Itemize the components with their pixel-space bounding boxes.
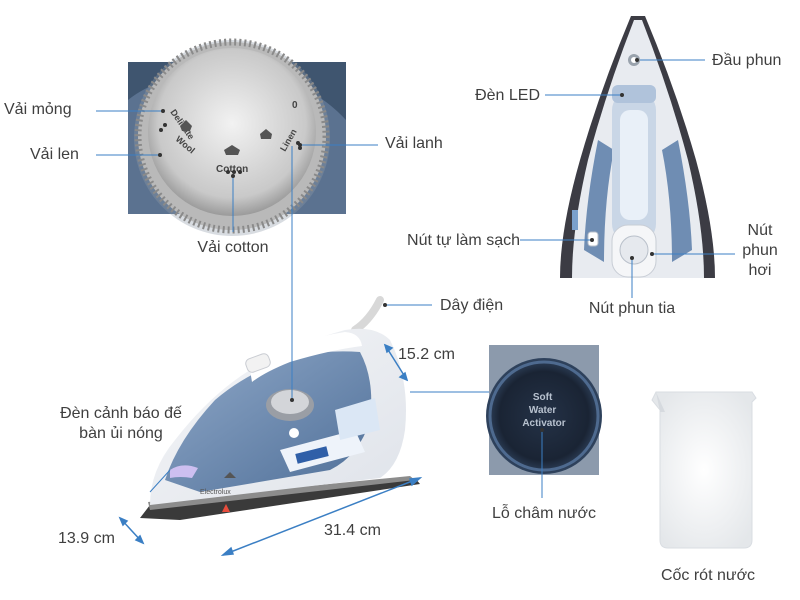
dial-text-zero: 0 — [292, 100, 298, 111]
label-cotton-fabric: Vải cotton — [197, 239, 269, 256]
label-self-clean-button: Nút tự làm sạch — [407, 232, 520, 249]
water-cup-photo — [651, 391, 757, 549]
label-water-inlet: Lỗ châm nước — [492, 505, 596, 522]
dial-closeup-photo: Delicate Wool Cotton Linen 0 — [128, 38, 346, 236]
label-warning-light: Đèn cảnh báo đế bàn ủi nóng — [60, 405, 182, 442]
dimension-arrows — [118, 343, 423, 556]
leader-dots — [158, 58, 654, 432]
label-wool-fabric: Vải len — [30, 146, 79, 163]
iron-top-view-photo — [557, 12, 717, 278]
label-water-cup: Cốc rót nước — [660, 567, 756, 584]
label-spray-button: Nút phun tia — [588, 300, 676, 317]
activator-text: Soft Water Activator — [522, 392, 565, 429]
dial-fabric-icons — [180, 120, 272, 155]
leader-lines — [96, 59, 735, 498]
electrolux-logo-icon — [224, 472, 236, 478]
label-nozzle: Đầu phun — [712, 52, 782, 69]
dial-face — [148, 48, 316, 216]
label-delicate-fabric: Vải mỏng — [4, 101, 72, 118]
dial-text-cotton: Cotton — [216, 164, 248, 175]
water-inlet-photo: Soft Water Activator — [486, 345, 602, 475]
iron-brand-text: Electrolux — [200, 489, 231, 496]
length-arrow — [222, 477, 421, 556]
label-linen-fabric: Vải lanh — [385, 135, 443, 152]
iron-side-view-photo: Electrolux — [140, 296, 420, 520]
hot-warning-icon — [222, 504, 230, 512]
label-width-dimension: 13.9 cm — [58, 530, 115, 547]
soleplate — [140, 478, 420, 520]
label-length-dimension: 31.4 cm — [324, 522, 381, 539]
label-power-cord: Dây điện — [440, 297, 504, 314]
label-steam-button: Nút phun hơi — [742, 222, 778, 279]
power-cord-image — [351, 296, 384, 334]
label-led-light: Đèn LED — [475, 87, 540, 104]
label-height-dimension: 15.2 cm — [398, 346, 455, 363]
